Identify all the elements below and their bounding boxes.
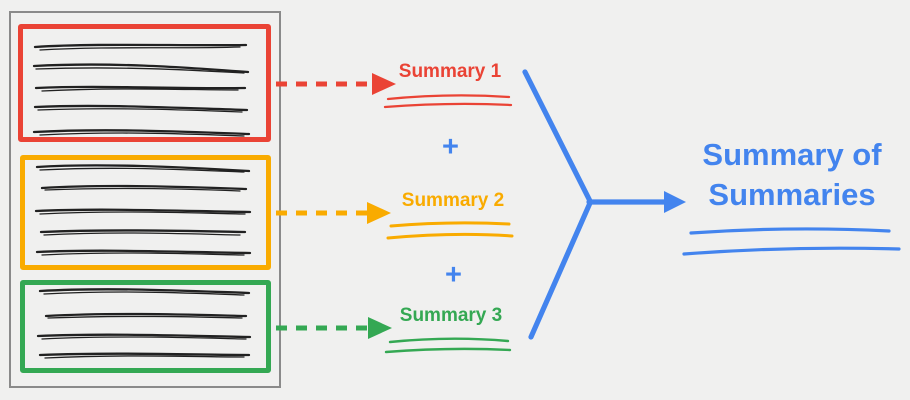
document-section-2-orange-box bbox=[20, 155, 271, 270]
document-section-1-red-box bbox=[18, 24, 271, 142]
section-3-text-scribbles bbox=[36, 288, 252, 359]
result-scribble bbox=[682, 227, 901, 256]
summary-3-scribble bbox=[384, 337, 512, 354]
summary-1-label: Summary 1 bbox=[398, 61, 502, 82]
green-dashed-arrow-icon bbox=[276, 317, 392, 339]
merge-arrow-icon bbox=[522, 69, 686, 340]
red-dashed-arrow-icon bbox=[276, 73, 396, 95]
section-1-text-scribbles bbox=[32, 43, 251, 137]
result-label: Summary of Summaries bbox=[702, 137, 882, 212]
orange-dashed-arrow-icon bbox=[276, 202, 391, 224]
section-2-text-scribbles bbox=[34, 164, 252, 256]
plus-icon: + bbox=[442, 131, 459, 163]
summary-3-label: Summary 3 bbox=[399, 305, 503, 326]
summary-2-scribble bbox=[386, 221, 514, 240]
summary-2-label: Summary 2 bbox=[401, 190, 505, 211]
document-section-3-green-box bbox=[20, 280, 271, 373]
source-document bbox=[9, 11, 281, 388]
plus-icon: + bbox=[445, 259, 462, 291]
summary-1-scribble bbox=[383, 94, 513, 109]
